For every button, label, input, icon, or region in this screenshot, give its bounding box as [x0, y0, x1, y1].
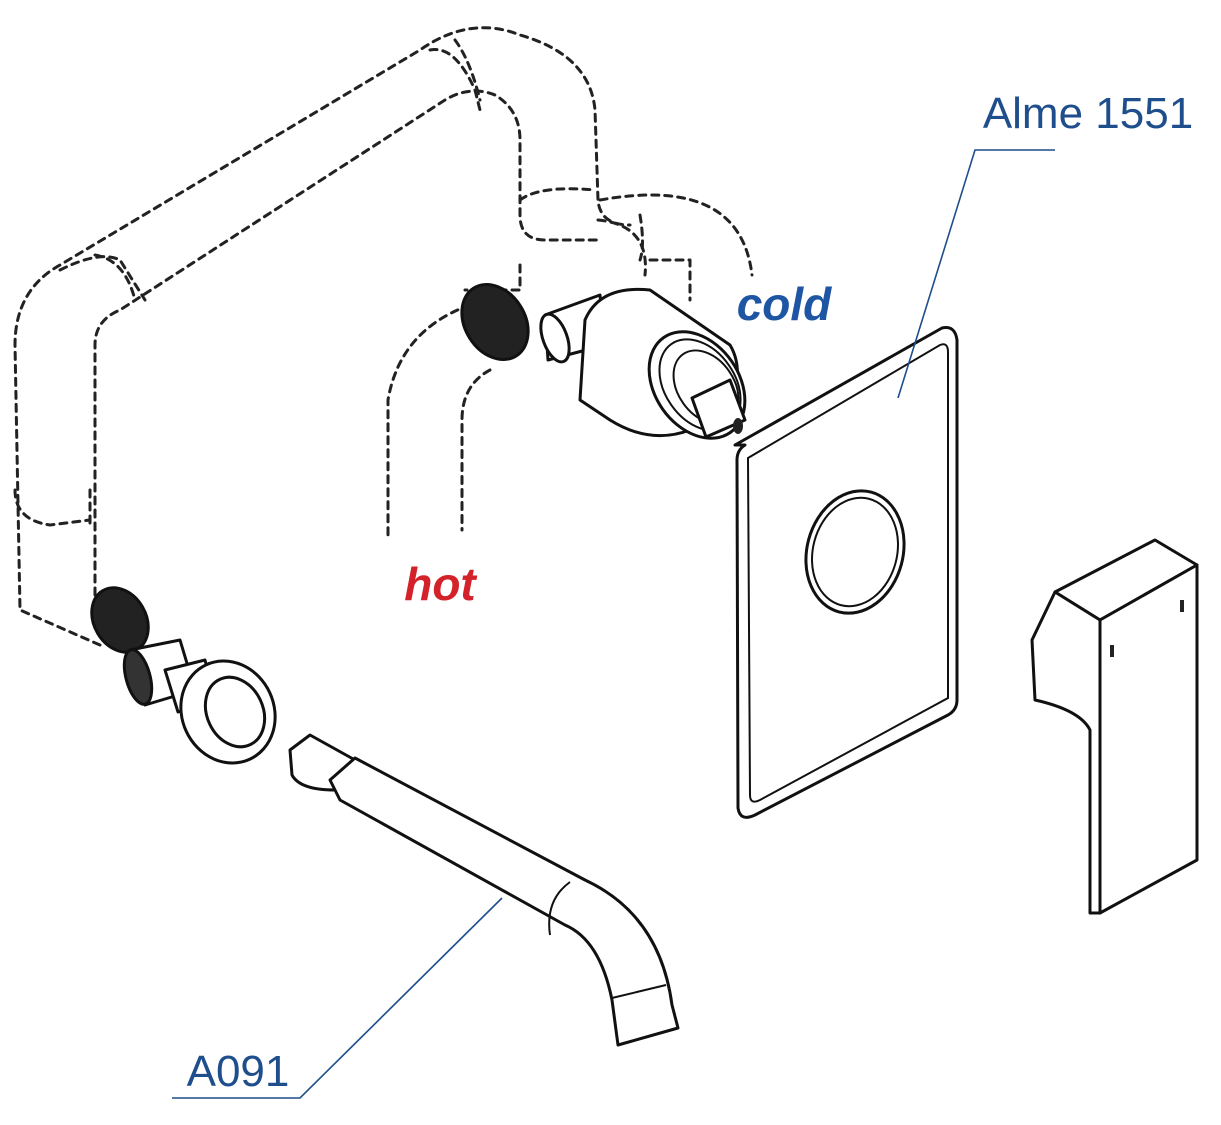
panel-model-label: Alme 1551	[983, 89, 1193, 138]
spout-model-label: A091	[187, 1047, 290, 1096]
cold-label: cold	[737, 278, 832, 330]
wall-flange-ring	[179, 659, 277, 765]
spout	[288, 733, 680, 1047]
leader-lines	[172, 149, 1055, 1099]
spout-leader-line	[172, 897, 503, 1099]
panel-leader-line	[897, 149, 1055, 399]
hidden-pipe-outline	[13, 26, 754, 647]
lever-handle	[1030, 538, 1199, 915]
hot-inlet-cap	[460, 283, 530, 361]
mixer-cartridge	[539, 287, 747, 440]
cover-plate	[733, 326, 959, 819]
hot-label: hot	[404, 558, 477, 610]
